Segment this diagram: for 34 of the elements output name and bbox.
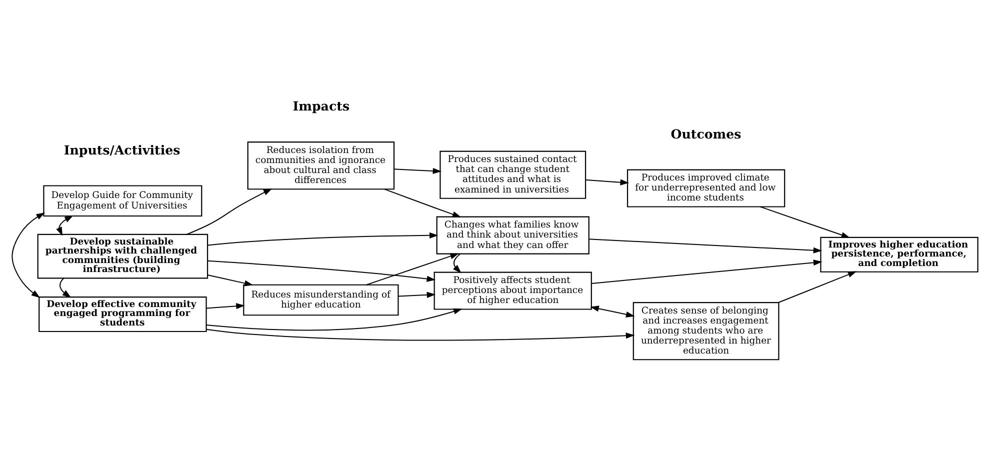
arrow [208,232,438,246]
arrow [453,253,462,273]
arrow [778,270,857,302]
arrow [56,214,74,236]
node-box: Positively affects student perceptions about importance of higher education [434,271,592,310]
arrow [384,188,462,217]
arrow [206,328,635,340]
node-box: Changes what families know and think about universities and what they can offer [436,216,590,254]
node-box: Produces improved climate for underrepresented and low income students [626,168,786,207]
arrow [589,238,822,253]
arrow [60,277,72,298]
arrow [208,274,254,286]
arrow [208,260,436,282]
node-box: Develop sustainable partnerships with challenged communities (building infrastructure) [37,233,208,278]
node-box: Creates sense of belonging and increases engagement among students who are underrepresented in higher education [632,301,780,360]
label: Inputs/Activities [64,142,180,157]
node-box: Develop effective community engaged programming for students [38,296,207,332]
node-box: Reduces misunderstanding of higher education [243,284,399,316]
arrow [760,206,850,238]
arrow [12,212,46,298]
node-box: Reduces isolation from communities and ignorance about cultural and class differences [247,141,395,190]
label: Outcomes [670,126,742,141]
arrow [398,291,436,298]
arrow [592,259,822,284]
node-box: Develop Guide for Community Engagement of Universities [43,184,202,216]
arrow [206,302,245,309]
arrow [394,167,442,174]
label: Impacts [292,98,350,114]
arrow [366,252,459,285]
node-box: Produces sustained contact that can change student attitudes and what is examined in universities [440,150,586,198]
arrow [586,178,630,185]
node-box: Improves higher education persistence, performance, and completion [820,236,978,272]
arrow [590,305,635,317]
arrow [206,308,462,330]
